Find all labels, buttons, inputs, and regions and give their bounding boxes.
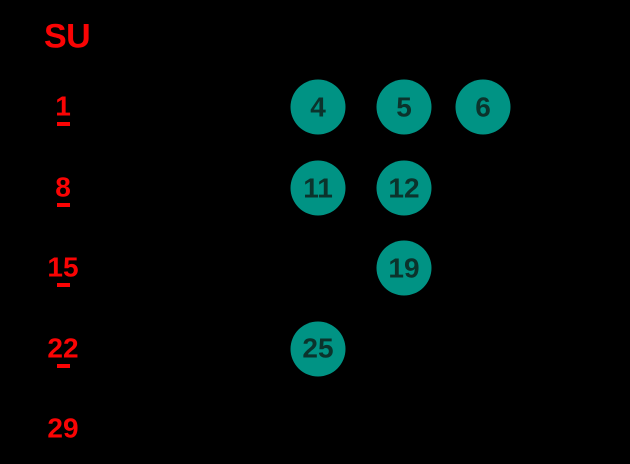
event-day-number: 6 (475, 91, 491, 122)
sunday-date[interactable]: 1 (55, 90, 71, 122)
event-day-circle[interactable]: 5 (376, 79, 432, 135)
weekday-header-sunday: SU (44, 17, 91, 56)
sunday-date-underline (56, 363, 70, 368)
event-day-circle[interactable]: 6 (455, 79, 511, 135)
event-day-number: 4 (310, 91, 326, 122)
event-day-circle[interactable]: 12 (376, 160, 432, 216)
sunday-date-underline (56, 283, 70, 287)
sunday-date-underline (56, 203, 70, 207)
sunday-date[interactable]: 22 (47, 331, 79, 363)
event-day-circle[interactable]: 25 (290, 321, 346, 376)
event-day-number: 12 (388, 172, 420, 203)
event-day-number: 11 (303, 172, 333, 203)
sunday-date[interactable]: 15 (47, 251, 79, 283)
sunday-date[interactable]: 29 (47, 411, 79, 443)
event-day-circle[interactable]: 4 (290, 79, 346, 135)
event-day-number: 5 (396, 91, 412, 122)
sunday-date-underline (56, 122, 70, 126)
event-day-number: 25 (302, 332, 334, 364)
event-day-circle[interactable]: 11 (290, 160, 346, 216)
sunday-date[interactable]: 8 (55, 171, 71, 203)
event-day-circle[interactable]: 19 (376, 240, 432, 296)
event-day-number: 19 (388, 252, 420, 283)
